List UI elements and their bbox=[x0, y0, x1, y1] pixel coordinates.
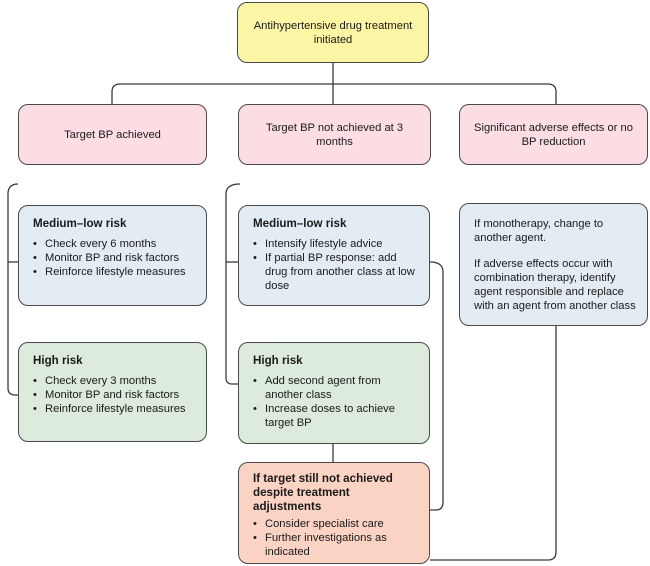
achieved-medium-low-risk-box: Medium–low risk Check every 6 months Mon… bbox=[18, 205, 207, 306]
achieved-high-risk-box: High risk Check every 3 months Monitor B… bbox=[18, 342, 207, 442]
adverse-effects-action-box: If monotherapy, change to another agent.… bbox=[459, 203, 648, 326]
achieved-medium-low-risk-list: Check every 6 months Monitor BP and risk… bbox=[33, 237, 196, 279]
achieved-high-risk-heading: High risk bbox=[33, 354, 83, 367]
outcome-adverse-effects-label: Significant adverse effects or no BP red… bbox=[474, 121, 633, 148]
connector-not-achieved-branch bbox=[225, 183, 241, 385]
outcome-target-not-achieved-label: Target BP not achieved at 3 months bbox=[265, 121, 404, 148]
not-achieved-medium-low-risk-box: Medium–low risk Intensify lifestyle advi… bbox=[238, 205, 430, 306]
list-item: Check every 6 months bbox=[33, 237, 196, 251]
adverse-monotherapy-text: If monotherapy, change to another agent. bbox=[474, 218, 604, 244]
not-achieved-high-risk-heading: High risk bbox=[253, 354, 303, 367]
not-achieved-medium-low-risk-list: Intensify lifestyle advice If partial BP… bbox=[253, 237, 419, 293]
list-item: Reinforce lifestyle measures bbox=[33, 402, 196, 416]
not-achieved-medium-low-risk-heading: Medium–low risk bbox=[253, 217, 347, 230]
list-item: Add second agent from another class bbox=[253, 374, 419, 402]
not-achieved-high-risk-box: High risk Add second agent from another … bbox=[238, 342, 430, 444]
escalation-list: Consider specialist care Further investi… bbox=[253, 517, 419, 559]
connector-achieved-branch bbox=[7, 183, 20, 396]
outcome-target-not-achieved: Target BP not achieved at 3 months bbox=[238, 104, 431, 165]
escalation-heading: If target still not achieved despite tre… bbox=[253, 472, 393, 513]
connector-branch-bar bbox=[111, 83, 557, 104]
list-item: Further investigations as indicated bbox=[253, 531, 419, 559]
list-item: Consider specialist care bbox=[253, 517, 419, 531]
escalation-box: If target still not achieved despite tre… bbox=[238, 462, 430, 564]
achieved-medium-low-risk-heading: Medium–low risk bbox=[33, 217, 127, 230]
start-text: Antihypertensive drug treatment initiate… bbox=[253, 19, 413, 46]
connector-to-escalation bbox=[429, 261, 444, 511]
list-item: Monitor BP and risk factors bbox=[33, 388, 196, 402]
outcome-target-achieved: Target BP achieved bbox=[18, 104, 207, 165]
list-item: Check every 3 months bbox=[33, 374, 196, 388]
adverse-combination-text: If adverse effects occur with combinatio… bbox=[474, 258, 636, 312]
not-achieved-high-risk-list: Add second agent from another class Incr… bbox=[253, 374, 419, 430]
list-item: Reinforce lifestyle measures bbox=[33, 265, 196, 279]
list-item: Monitor BP and risk factors bbox=[33, 251, 196, 265]
connector-adverse-to-escalation bbox=[430, 326, 557, 561]
list-item: Increase doses to achieve target BP bbox=[253, 402, 419, 430]
outcome-target-achieved-label: Target BP achieved bbox=[64, 128, 161, 141]
start-box: Antihypertensive drug treatment initiate… bbox=[237, 2, 429, 63]
outcome-adverse-effects: Significant adverse effects or no BP red… bbox=[459, 104, 648, 165]
list-item: If partial BP response: add drug from an… bbox=[253, 251, 419, 293]
list-item: Intensify lifestyle advice bbox=[253, 237, 419, 251]
achieved-high-risk-list: Check every 3 months Monitor BP and risk… bbox=[33, 374, 196, 416]
